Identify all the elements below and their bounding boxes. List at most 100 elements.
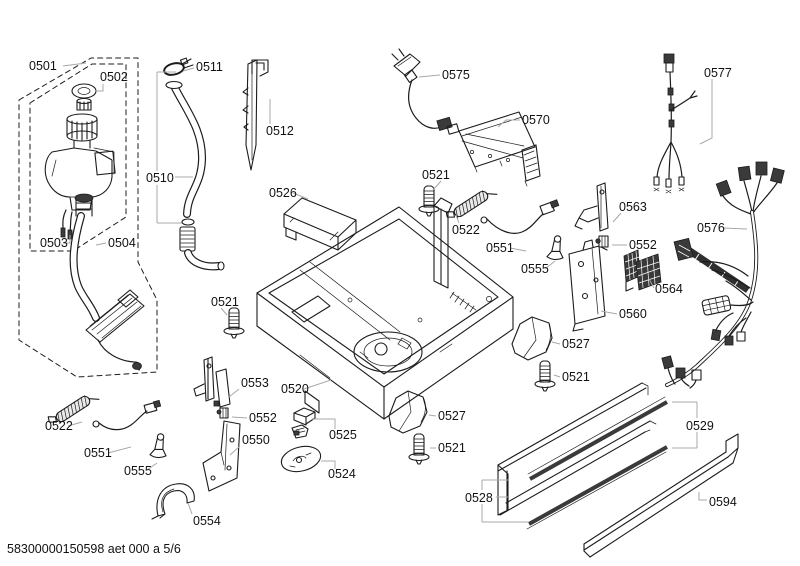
part-label-0553: 0553 (241, 376, 269, 390)
part-0522-spring-center (443, 182, 498, 225)
leader-0550 (229, 445, 241, 456)
leader-0522-left (67, 421, 83, 427)
leader-0555-center (544, 260, 556, 270)
leader-0522-center (455, 214, 460, 224)
leader-0564 (648, 278, 655, 289)
part-0551-wire-left (92, 399, 162, 431)
part-label-0550: 0550 (242, 433, 270, 447)
part-0525-switch (291, 407, 316, 439)
part-label-0576: 0576 (697, 221, 725, 235)
part-0527-wedge-bottom (388, 390, 428, 434)
leader-0552-left (231, 416, 248, 419)
part-label-0563: 0563 (619, 200, 647, 214)
part-label-0524: 0524 (328, 467, 356, 481)
leader-0520 (303, 379, 332, 390)
part-label-0552-right: 0552 (629, 238, 657, 252)
part-0501-group-outline (18, 57, 158, 378)
part-0576-harness (661, 161, 785, 389)
leader-0527-right (551, 341, 561, 345)
part-label-0504: 0504 (108, 236, 136, 250)
label-mask-0510 (143, 171, 175, 185)
part-0511-clamp (163, 57, 194, 76)
label-mask-0529 (683, 418, 717, 432)
leader-0528-bracket (481, 479, 529, 523)
part-label-0526: 0526 (269, 186, 297, 200)
part-0555-standoff-right (546, 234, 567, 262)
part-0554-saddle (151, 483, 195, 520)
leader-0563 (612, 212, 622, 223)
leader-0527-bottom (428, 414, 437, 417)
part-label-0502: 0502 (100, 70, 128, 84)
part-label-0520: 0520 (281, 382, 309, 396)
part-label-0594: 0594 (709, 495, 737, 509)
leader-0510-bracket (156, 71, 182, 224)
part-label-0528: 0528 (465, 491, 493, 505)
part-label-0521-bottom: 0521 (438, 441, 466, 455)
part-label-0551-center: 0551 (486, 241, 514, 255)
part-0563-bracket (574, 182, 609, 232)
leader-0511 (182, 67, 195, 72)
part-0524-disc (280, 445, 322, 473)
leader-0553 (228, 388, 240, 398)
part-0521-screw-center (418, 185, 440, 217)
leader-0501 (62, 62, 87, 67)
part-0564-grid (623, 249, 662, 292)
part-label-0522-center: 0522 (452, 223, 480, 237)
part-label-0529: 0529 (686, 419, 714, 433)
part-label-0555-center: 0555 (521, 262, 549, 276)
leader-0575 (418, 74, 441, 78)
leader-0554 (187, 502, 193, 515)
part-label-0503: 0503 (40, 236, 68, 250)
part-0521-screw-right (534, 360, 556, 392)
part-0570-module (458, 111, 541, 187)
part-label-0501: 0501 (29, 59, 57, 73)
part-label-0564: 0564 (655, 282, 683, 296)
part-label-0521-left: 0521 (211, 295, 239, 309)
leader-0521-right (553, 374, 561, 378)
part-label-0522-left: 0522 (45, 419, 73, 433)
leader-0502 (95, 84, 104, 92)
leader-0526 (292, 192, 309, 200)
part-label-0577: 0577 (704, 66, 732, 80)
part-0502-valve-assembly (44, 83, 116, 240)
part-label-0527-bottom: 0527 (438, 409, 466, 423)
part-0555-standoff-left (149, 432, 170, 460)
part-0521-screw-left (223, 307, 245, 339)
part-0575-cord (391, 48, 460, 135)
leader-0577 (699, 79, 713, 145)
leader-0551-center (509, 247, 527, 252)
part-0520-base (256, 197, 514, 420)
part-label-0521-right: 0521 (562, 370, 590, 384)
part-0577-cable (653, 53, 698, 194)
leader-0521-center (432, 180, 442, 191)
part-label-0510: 0510 (146, 171, 174, 185)
part-label-0552-left: 0552 (249, 411, 277, 425)
leader-0555-left (146, 462, 158, 471)
part-label-0512: 0512 (266, 124, 294, 138)
part-label-0525: 0525 (329, 428, 357, 442)
part-label-0521-center: 0521 (422, 168, 450, 182)
part-label-0575: 0575 (442, 68, 470, 82)
part-0552-clip-left (216, 407, 229, 419)
part-0512-strip (242, 59, 269, 171)
part-label-0560: 0560 (619, 307, 647, 321)
callout-labels: 0501 0502 0511 0512 0510 0503 0504 0575 … (29, 59, 737, 528)
part-label-0527-right: 0527 (562, 337, 590, 351)
part-0529-seal-strips (526, 396, 668, 530)
leader-0570 (497, 119, 520, 128)
leader-0504 (95, 242, 107, 246)
leader-0525 (312, 418, 336, 429)
document-number-footer: 58300000150598 aet 000 a 5/6 (7, 542, 181, 556)
part-0526-box (283, 197, 357, 251)
part-label-0554: 0554 (193, 514, 221, 528)
part-0510-hose (165, 80, 225, 271)
leader-0551-left (107, 446, 132, 454)
leader-0594 (698, 492, 707, 501)
part-0528-channel (497, 382, 657, 516)
part-0504-hose-and-plate (69, 212, 145, 371)
part-label-0570: 0570 (522, 113, 550, 127)
part-0552-clip-right (595, 235, 609, 251)
part-0553-bracket (193, 356, 231, 408)
